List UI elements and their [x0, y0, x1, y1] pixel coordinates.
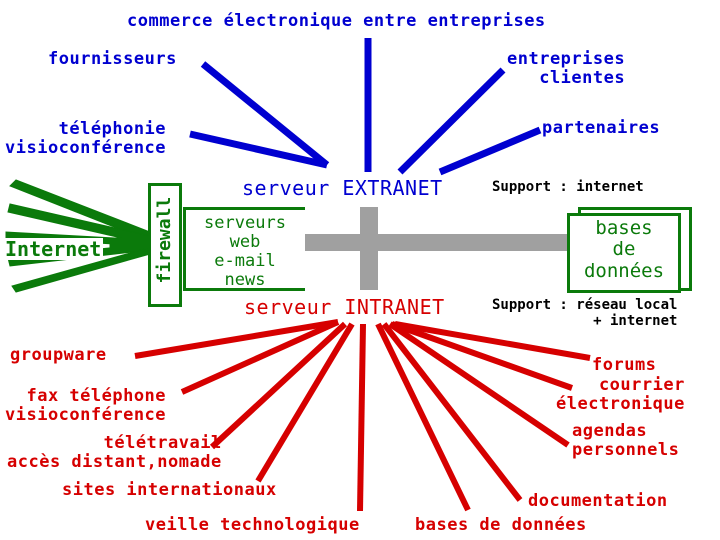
line-sites: [255, 322, 355, 483]
line-fax: [180, 319, 340, 395]
label-entreprises-clientes: entreprises clientes: [507, 49, 626, 89]
firewall-label: firewall: [153, 196, 175, 284]
extranet-lines: [189, 38, 542, 176]
label-forums: forums: [592, 355, 657, 375]
diagram-title: commerce électronique entre entreprises: [127, 11, 546, 31]
label-fournisseurs: fournisseurs: [48, 49, 177, 69]
line-documentation: [381, 322, 523, 502]
label-fax: fax téléphone visioconférence: [5, 386, 167, 426]
label-bases: bases de données: [415, 515, 587, 535]
intranet-lines: [134, 319, 591, 512]
bus-vertical: [360, 207, 378, 290]
line-groupware: [134, 319, 339, 359]
label-agendas: agendas personnels: [572, 421, 680, 461]
line-telephonie: [189, 130, 328, 169]
label-partenaires: partenaires: [542, 118, 661, 138]
bus-horizontal: [300, 234, 572, 251]
label-courrier: courrier électronique: [556, 375, 685, 415]
internet-trunk: [109, 237, 153, 249]
label-documentation: documentation: [528, 491, 668, 511]
firewall-box: firewall: [148, 183, 182, 307]
label-groupware: groupware: [10, 345, 107, 365]
line-teletravail: [209, 321, 348, 450]
servers-box: serveurs web e-mail news: [183, 207, 305, 291]
databases-box: bases de données: [567, 213, 681, 293]
databases-label: bases de données: [583, 217, 665, 282]
line-bases: [375, 322, 471, 512]
intranet-support-label: Support : réseau local + internet: [492, 297, 678, 329]
extranet-server-label: serveur EXTRANET: [242, 176, 443, 200]
line-fournisseurs: [200, 61, 330, 168]
label-sites: sites internationaux: [62, 480, 277, 500]
line-partenaires: [438, 126, 542, 176]
network-bus: [300, 207, 572, 290]
label-telephonie: téléphonie visioconférence: [5, 119, 167, 159]
line-veille: [357, 323, 366, 512]
extranet-support-label: Support : internet: [492, 179, 644, 195]
internet-label: Internet: [5, 237, 104, 261]
internet-lines: [5, 179, 153, 293]
line-forums: [394, 321, 591, 361]
intranet-server-label: serveur INTRANET: [244, 295, 445, 319]
line-courrier: [390, 321, 574, 391]
line-agendas: [388, 321, 570, 448]
label-veille: veille technologique: [145, 515, 360, 535]
servers-label: serveurs web e-mail news: [204, 213, 286, 291]
label-teletravail: télétravail accès distant,nomade: [7, 433, 222, 473]
line-entreprises-clientes: [397, 67, 506, 175]
